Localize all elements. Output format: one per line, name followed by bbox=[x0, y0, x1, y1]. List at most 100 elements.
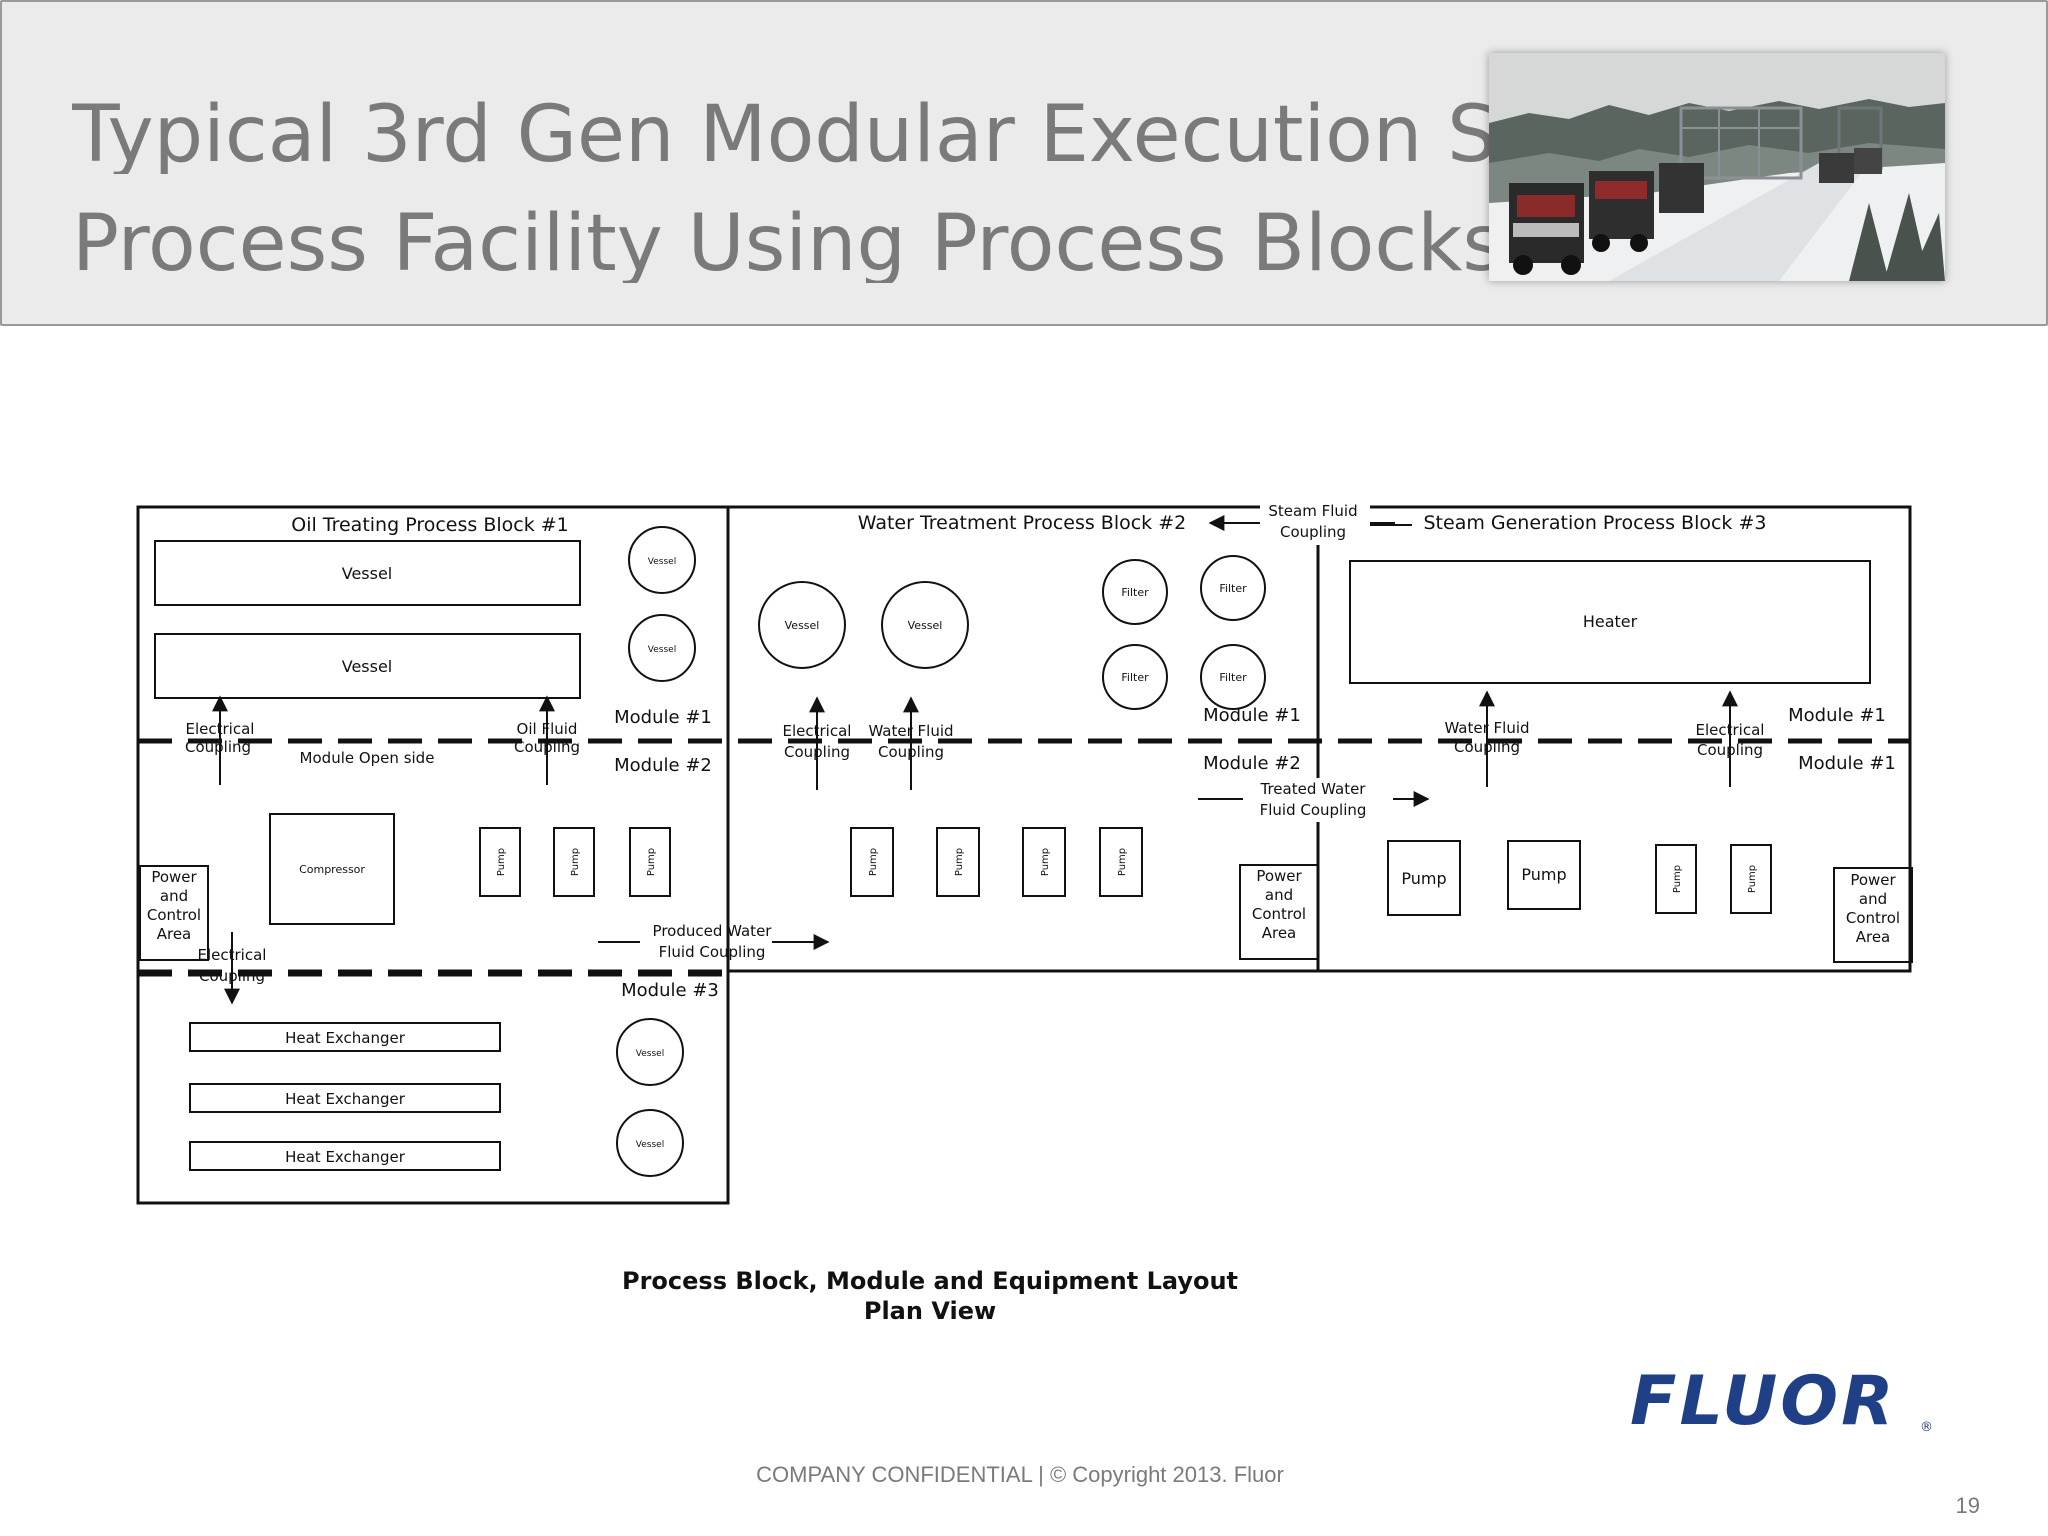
area-label-2: Area bbox=[1262, 924, 1297, 942]
pump-b3-1-label: Pump bbox=[1401, 869, 1446, 888]
vessel-round-1-label: Vessel bbox=[648, 557, 676, 567]
vessel-2 bbox=[154, 633, 581, 699]
area-label-1: Area bbox=[157, 925, 192, 943]
filter-2 bbox=[1200, 555, 1266, 621]
control-label-3: Control bbox=[1846, 909, 1900, 927]
electrical-label: Electrical bbox=[186, 720, 255, 738]
filter-3 bbox=[1102, 644, 1168, 710]
pump-b1-3-label: Pump bbox=[646, 848, 657, 876]
produced-water-label: Produced Water bbox=[653, 922, 773, 940]
coupling-label: Coupling bbox=[185, 738, 251, 756]
vessel-round-2-label: Vessel bbox=[648, 645, 676, 655]
block3-module1-label-lower: Module #1 bbox=[1798, 753, 1896, 774]
treated-water-coupling-label: Fluid Coupling bbox=[1260, 801, 1367, 819]
b2-electrical-coupling-label: Coupling bbox=[784, 743, 850, 761]
control-label-2: Control bbox=[1252, 905, 1306, 923]
vessel-round-1 bbox=[628, 526, 696, 594]
slide-title-line1: Typical 3rd Gen Modular Execution SMALL bbox=[72, 96, 1492, 174]
page-number: 19 bbox=[1955, 1493, 1980, 1518]
pump-b3-3-label: Pump bbox=[1672, 865, 1683, 893]
heater bbox=[1349, 560, 1871, 684]
vessel-round-6-label: Vessel bbox=[908, 619, 943, 632]
vessel-round-4 bbox=[616, 1109, 684, 1177]
b3-electrical-coupling-label: Coupling bbox=[1697, 741, 1763, 759]
oil-fluid-label: Oil Fluid bbox=[517, 720, 578, 738]
steam-coupling-label: Coupling bbox=[1280, 523, 1346, 541]
vessel-1-label: Vessel bbox=[342, 564, 393, 583]
pump-b2-2 bbox=[936, 827, 980, 897]
pump-b3-2-label: Pump bbox=[1521, 865, 1566, 884]
block1-outline bbox=[136, 505, 730, 1205]
power-control-area-2 bbox=[1239, 864, 1319, 960]
pump-b2-1 bbox=[850, 827, 894, 897]
block3-module1-label-upper: Module #1 bbox=[1788, 705, 1886, 726]
area-label-3: Area bbox=[1856, 928, 1891, 946]
slide-title-line2: Process Facility Using Process Blocks bbox=[72, 205, 1492, 283]
coupling-label-b1m3: Coupling bbox=[199, 967, 265, 985]
pump-b2-2-label: Pump bbox=[954, 848, 965, 876]
power-label-1: Power bbox=[151, 868, 197, 886]
filter-2-label: Filter bbox=[1219, 582, 1247, 595]
and-label-2: and bbox=[1265, 886, 1293, 904]
filter-1 bbox=[1102, 559, 1168, 625]
pump-b1-3 bbox=[629, 827, 671, 897]
b3-water-fluid-label: Water Fluid bbox=[1444, 719, 1529, 737]
pump-b2-1-label: Pump bbox=[868, 848, 879, 876]
and-label-1: and bbox=[160, 887, 188, 905]
vessel-1 bbox=[154, 540, 581, 606]
filter-3-label: Filter bbox=[1121, 671, 1149, 684]
compressor-label: Compressor bbox=[299, 863, 365, 876]
block3-title: Steam Generation Process Block #3 bbox=[1424, 512, 1767, 534]
heat-exchanger-2-label: Heat Exchanger bbox=[285, 1090, 406, 1108]
vessel-round-5-label: Vessel bbox=[785, 619, 820, 632]
pump-b1-1 bbox=[479, 827, 521, 897]
filter-4-label: Filter bbox=[1219, 671, 1247, 684]
diagram-caption-line1: Process Block, Module and Equipment Layo… bbox=[621, 1267, 1239, 1295]
heat-exchanger-3-label: Heat Exchanger bbox=[285, 1148, 406, 1166]
treated-water-label: Treated Water bbox=[1260, 780, 1367, 798]
control-label-1: Control bbox=[147, 906, 201, 924]
pump-b3-1 bbox=[1387, 840, 1461, 916]
electrical-label-b1m3: Electrical bbox=[198, 946, 267, 964]
pump-b3-4 bbox=[1730, 844, 1772, 914]
pump-b1-2-label: Pump bbox=[570, 848, 581, 876]
b2-water-coupling-label: Coupling bbox=[878, 743, 944, 761]
b3-water-coupling-label: Coupling bbox=[1454, 738, 1520, 756]
block2-module1-label: Module #1 bbox=[1203, 705, 1301, 726]
snowy-convoy-photo bbox=[1489, 53, 1945, 281]
block1-module3-label: Module #3 bbox=[621, 980, 719, 1001]
block2-title: Water Treatment Process Block #2 bbox=[858, 512, 1186, 534]
vessel-round-2 bbox=[628, 614, 696, 682]
power-label-3: Power bbox=[1850, 871, 1896, 889]
block2-module2-label: Module #2 bbox=[1203, 753, 1301, 774]
compressor bbox=[269, 813, 395, 925]
vessel-round-6 bbox=[881, 581, 969, 669]
heat-exchanger-2 bbox=[189, 1083, 501, 1113]
vessel-round-4-label: Vessel bbox=[636, 1140, 664, 1150]
block1-module1-label: Module #1 bbox=[614, 707, 712, 728]
filter-1-label: Filter bbox=[1121, 586, 1149, 599]
heater-label: Heater bbox=[1583, 612, 1638, 631]
b2-water-fluid-label: Water Fluid bbox=[868, 722, 953, 740]
b3-electrical-label: Electrical bbox=[1696, 721, 1765, 739]
heat-exchanger-3 bbox=[189, 1141, 501, 1171]
heat-exchanger-1 bbox=[189, 1022, 501, 1052]
block1-title: Oil Treating Process Block #1 bbox=[291, 514, 569, 536]
pump-b2-4-label: Pump bbox=[1117, 848, 1128, 876]
fluor-logo: FLUOR bbox=[1630, 1362, 1897, 1441]
pump-b2-4 bbox=[1099, 827, 1143, 897]
pump-b1-1-label: Pump bbox=[496, 848, 507, 876]
produced-water-coupling-label: Fluid Coupling bbox=[659, 943, 766, 961]
vessel-round-5 bbox=[758, 581, 846, 669]
power-control-area-3 bbox=[1833, 867, 1913, 963]
and-label-3: and bbox=[1859, 890, 1887, 908]
power-control-area-1 bbox=[139, 865, 209, 961]
pump-b1-2 bbox=[553, 827, 595, 897]
power-label-2: Power bbox=[1256, 867, 1302, 885]
registered-mark: ® bbox=[1920, 1420, 1933, 1435]
steam-fluid-label: Steam Fluid bbox=[1268, 502, 1357, 520]
vessel-2-label: Vessel bbox=[342, 657, 393, 676]
oil-coupling-label: Coupling bbox=[514, 738, 580, 756]
process-block-diagram: Oil Treating Process Block #1 Vessel Ves… bbox=[136, 501, 1913, 1205]
pump-b3-2 bbox=[1507, 840, 1581, 910]
